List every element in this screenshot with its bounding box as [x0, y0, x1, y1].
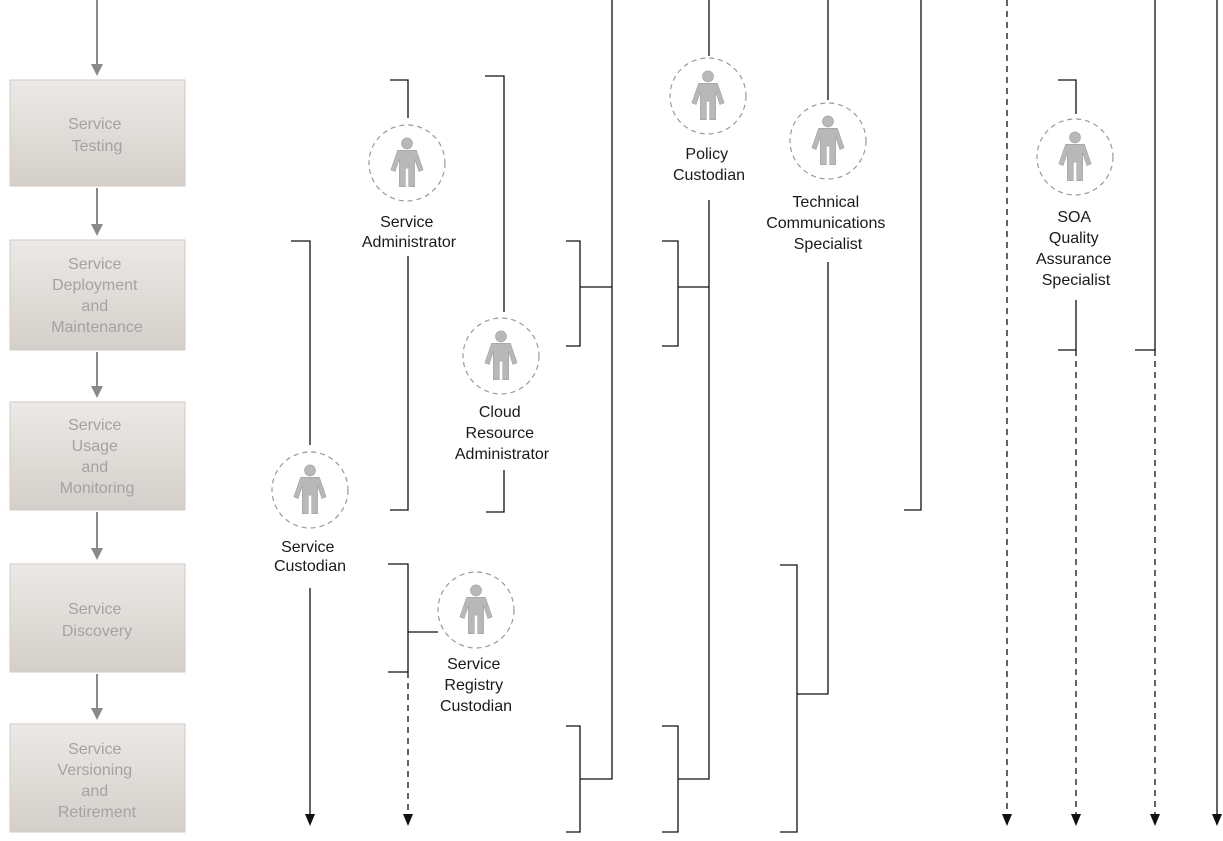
role-label-service-custodian: Service Custodian: [274, 539, 346, 575]
arrowhead: [305, 814, 315, 826]
column-1155: [1135, 0, 1160, 826]
connector-line: [780, 564, 798, 833]
phase-label-service-versioning: Service Versioning and Retirement: [57, 741, 136, 821]
bracket-group-1: [566, 0, 613, 833]
arrowhead: [1002, 814, 1012, 826]
arrowhead: [1150, 814, 1160, 826]
connector-line: [388, 563, 409, 673]
connector-line: [486, 470, 505, 513]
connector-line: [485, 75, 505, 312]
role-service-registry-custodian: Service Registry Custodian: [388, 563, 515, 826]
connector-line: [797, 262, 829, 695]
connector-line: [580, 0, 613, 780]
connector-line: [1058, 79, 1077, 114]
role-label-soa-quality-assurance-specialist: SOA Quality Assurance Specialist: [1036, 209, 1116, 289]
connector-line: [390, 256, 409, 511]
arrowhead: [1212, 814, 1222, 826]
arrowhead: [1071, 814, 1081, 826]
column-right: [1212, 0, 1222, 826]
connector-line: [291, 240, 311, 445]
connector-line: [566, 240, 581, 347]
connector-line: [1058, 300, 1077, 351]
role-label-service-administrator: Service Administrator: [362, 214, 457, 251]
phase-box-service-discovery: [9, 563, 186, 673]
arrowhead: [403, 814, 413, 826]
role-label-service-registry-custodian: Service Registry Custodian: [440, 656, 512, 715]
role-soa-quality-assurance-specialist: SOA Quality Assurance Specialist: [1036, 79, 1116, 826]
phase-label-service-testing: Service Testing: [68, 116, 126, 155]
role-service-custodian: Service Custodian: [271, 240, 349, 826]
phase-box-service-versioning: [9, 723, 186, 833]
connector-line: [1135, 0, 1156, 351]
phase-box-service-usage: [9, 401, 186, 511]
flow-arrowhead: [91, 224, 103, 236]
connector-line: [904, 0, 922, 511]
role-technical-communications-specialist: Technical Communications Specialist: [766, 0, 890, 833]
connector-line: [390, 79, 409, 118]
role-policy-custodian: Policy Custodian: [662, 0, 747, 833]
phase-box-service-testing: [9, 79, 186, 187]
flow-arrowhead: [91, 386, 103, 398]
flow-arrowhead: [91, 548, 103, 560]
connector-line: [566, 725, 581, 833]
process-flow: Service Testing Service Deployment and M…: [9, 0, 186, 833]
role-label-policy-custodian: Policy Custodian: [673, 146, 745, 184]
role-cloud-resource-administrator: Cloud Resource Administrator: [455, 75, 550, 513]
flow-arrowhead: [91, 64, 103, 76]
role-label-technical-communications-specialist: Technical Communications Specialist: [766, 194, 890, 253]
phase-box-service-deployment: [9, 239, 186, 351]
connector-line: [662, 240, 679, 347]
phase-label-service-discovery: Service Discovery: [62, 601, 132, 640]
flow-arrowhead: [91, 708, 103, 720]
connector-line: [662, 725, 679, 833]
role-label-cloud-resource-administrator: Cloud Resource Administrator: [455, 404, 550, 463]
dashed-column-1: [1002, 0, 1012, 826]
bracket-group-2: [904, 0, 922, 511]
phase-label-service-deployment: Service Deployment and Maintenance: [51, 256, 143, 336]
phase-label-service-usage: Service Usage and Monitoring: [60, 417, 135, 497]
role-service-administrator: Service Administrator: [362, 79, 457, 511]
connector-line: [678, 200, 710, 780]
